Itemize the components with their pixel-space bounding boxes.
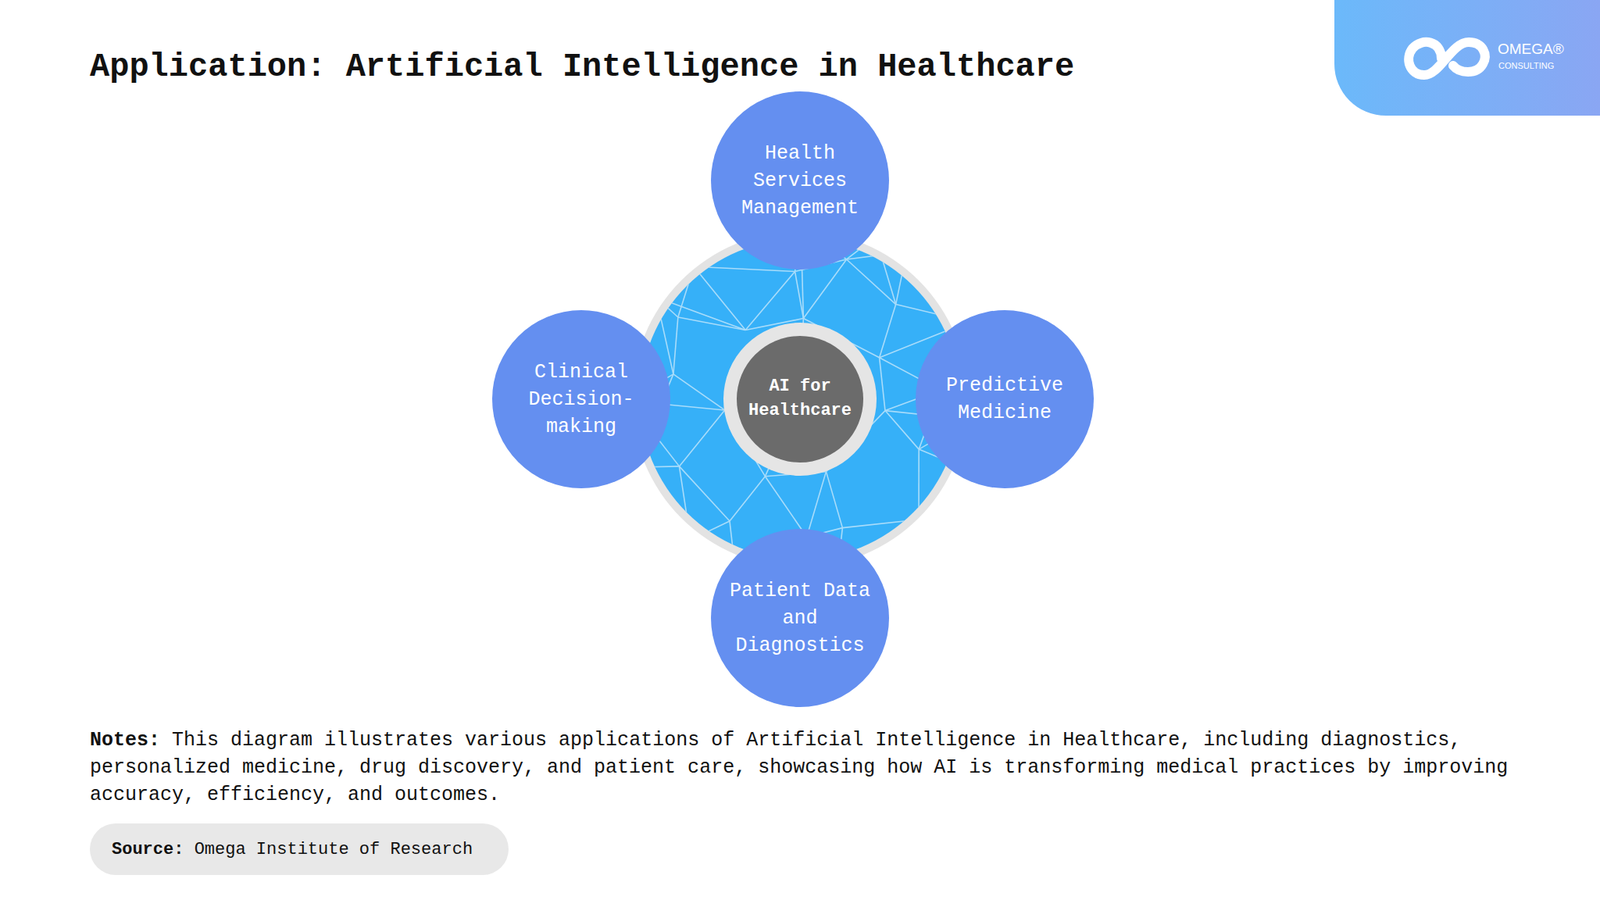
mesh-line	[678, 266, 694, 318]
mesh-line	[896, 304, 970, 322]
application-circle: Patient Data and Diagnostics	[710, 528, 890, 708]
mesh-line	[879, 304, 897, 358]
application-circle: Health Services Management	[710, 91, 890, 270]
mesh-line	[846, 259, 897, 305]
source-heading: Source:	[111, 839, 184, 860]
logo-symbol	[1334, 0, 1600, 116]
slide-title: Application: Artificial Intelligence in …	[89, 48, 1075, 86]
mesh-line	[917, 449, 920, 520]
mesh-line	[918, 467, 965, 520]
mesh-line	[745, 271, 795, 331]
mesh-line	[729, 476, 765, 522]
mesh-line	[678, 317, 746, 331]
mesh-line	[656, 266, 694, 297]
mesh-line	[678, 410, 725, 467]
hub-disc	[639, 239, 961, 560]
circle-outline	[915, 310, 1094, 489]
mesh-line	[635, 467, 691, 540]
mesh-line	[635, 466, 679, 468]
logo-subtitle: CONSULTING	[1498, 60, 1554, 71]
mesh-line	[673, 317, 679, 375]
mesh-line	[807, 471, 827, 538]
mesh-line	[764, 476, 807, 538]
mesh-line	[678, 466, 690, 540]
application-circle: Clinical Decision-making	[492, 310, 671, 489]
mesh-line	[656, 297, 679, 318]
node-label: Health Services Management	[723, 139, 877, 222]
mesh-line	[896, 251, 908, 304]
source-pill: Source: Omega Institute of Research	[89, 823, 509, 875]
mesh-line	[690, 521, 730, 540]
mesh-line	[846, 251, 908, 260]
node-label: Patient Data and Diagnostics	[723, 577, 877, 660]
mesh-line	[879, 357, 886, 411]
notes-text: This diagram illustrates various applica…	[89, 728, 1508, 807]
notes-heading: Notes:	[89, 728, 161, 752]
mesh-line	[825, 471, 843, 529]
node-label: Predictive Medicine	[928, 371, 1082, 427]
mesh-line	[656, 297, 746, 331]
application-circle: Predictive Medicine	[915, 310, 1094, 489]
logo-name: OMEGA®	[1497, 40, 1565, 58]
node-label: AI for Healthcare	[741, 375, 859, 424]
mesh-line	[842, 519, 919, 529]
hub-center-circle: AI for Healthcare	[723, 322, 877, 476]
mesh-line	[875, 236, 908, 252]
logo-panel	[1334, 0, 1600, 116]
mesh-line	[907, 251, 970, 322]
mesh-line	[693, 266, 795, 272]
circle-outline	[723, 322, 877, 476]
mesh-line	[885, 410, 919, 450]
mesh-line	[875, 236, 897, 304]
mesh-line	[678, 466, 730, 522]
mesh-line	[673, 374, 725, 411]
notes-block: Notes: This diagram illustrates various …	[89, 726, 1512, 809]
source-text: Omega Institute of Research	[194, 839, 473, 860]
node-label: Clinical Decision-making	[504, 358, 658, 441]
